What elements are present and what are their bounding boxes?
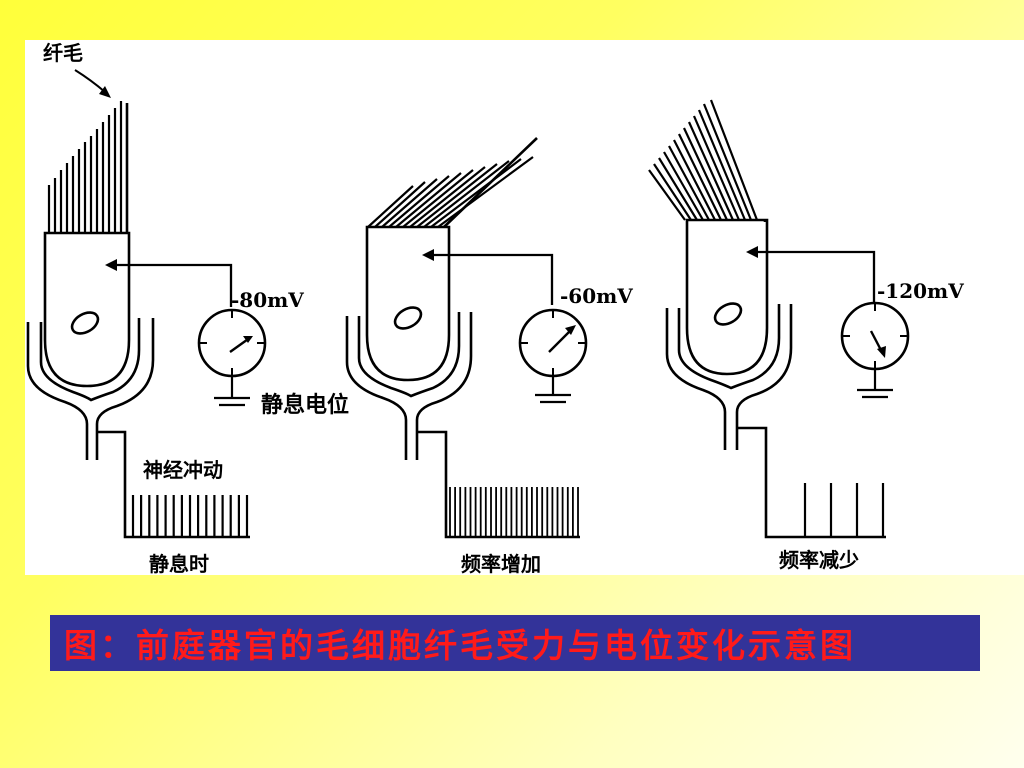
ground-1 [214, 376, 250, 407]
hair-cell-body-3 [685, 218, 769, 376]
cilia-bundle-2 [367, 156, 534, 228]
condition-label-1: 静息时 [149, 552, 209, 575]
figure-caption: 图：前庭器官的毛细胞纤毛受力与电位变化示意图 [64, 626, 856, 665]
panel-3 [648, 99, 910, 539]
support-cup-2 [345, 312, 473, 460]
support-cup-3 [665, 304, 793, 450]
support-cup-1 [26, 318, 155, 460]
panel-2 [345, 137, 588, 539]
ground-3 [857, 369, 893, 399]
ground-2 [535, 376, 571, 404]
cilia-label: 纤毛 [43, 41, 83, 65]
nucleus-2 [393, 306, 423, 330]
spike-train-1 [131, 495, 249, 537]
spike-train-2 [449, 487, 579, 537]
nerve-fiber-1 [97, 430, 250, 539]
nerve-fiber-3 [737, 426, 886, 539]
spike-train-3 [803, 483, 885, 537]
hair-cell-body-1 [43, 231, 131, 388]
cilia-bundle-1 [47, 101, 123, 233]
voltage-label-2: -60mV [560, 284, 633, 308]
nerve-fiber-2 [417, 430, 580, 539]
caption-box: 图：前庭器官的毛细胞纤毛受力与电位变化示意图 [50, 615, 980, 671]
cilia-bundle-3 [648, 99, 759, 221]
voltmeter-3 [840, 301, 910, 371]
voltage-label-3: -120mV [877, 279, 964, 303]
voltage-label-1: -80mV [231, 288, 304, 312]
voltmeter-1 [197, 308, 267, 378]
impulse-label-1: 神经冲动 [143, 458, 223, 482]
panel-1 [26, 101, 267, 539]
recording-lead-1 [111, 263, 233, 307]
recording-lead-2 [428, 253, 554, 305]
condition-label-3: 频率减少 [779, 548, 859, 572]
hair-cell-body-2 [365, 225, 451, 382]
hair-cell-diagram: 纤毛 -80mV 静息电位 神经冲动 静息时 -60mV 频率增加 -120mV… [26, 41, 964, 575]
diagram-area: 纤毛 -80mV 静息电位 神经冲动 静息时 -60mV 频率增加 -120mV… [25, 40, 1024, 575]
state-label-1: 静息电位 [261, 392, 349, 418]
voltmeter-2 [518, 308, 588, 378]
recording-lead-3 [752, 250, 876, 302]
nucleus-1 [70, 311, 100, 335]
condition-label-2: 频率增加 [461, 552, 541, 575]
nucleus-3 [713, 302, 743, 326]
cilia-arrow [74, 69, 106, 93]
